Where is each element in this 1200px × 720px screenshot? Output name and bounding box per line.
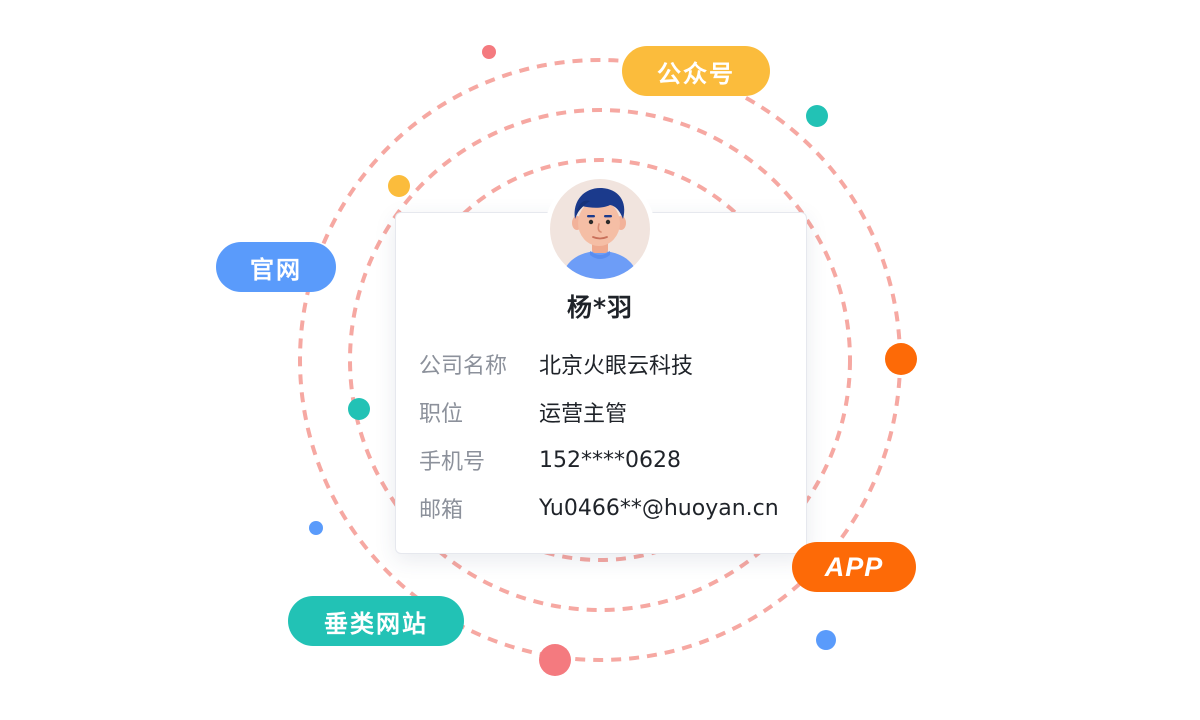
email-label: 邮箱 bbox=[419, 498, 464, 523]
channel-tag-official-site: 官网 bbox=[216, 242, 336, 292]
red-dot-small bbox=[482, 45, 496, 59]
company-label: 公司名称 bbox=[419, 354, 508, 379]
position-label: 职位 bbox=[419, 402, 464, 427]
channel-tag-wechat: 公众号 bbox=[622, 46, 770, 96]
email-value: Yu0466**@huoyan.cn bbox=[539, 495, 779, 521]
middle-orbit-ring bbox=[348, 108, 852, 612]
profile-name: 杨*羽 bbox=[566, 293, 634, 322]
yellow-dot bbox=[388, 175, 410, 197]
channel-tag-app: APP bbox=[792, 542, 916, 592]
teal-dot-top bbox=[806, 105, 828, 127]
phone-label: 手机号 bbox=[419, 450, 486, 475]
teal-dot-left bbox=[348, 398, 370, 420]
blue-dot-right bbox=[816, 630, 836, 650]
red-dot-large bbox=[539, 644, 571, 676]
detail-row-phone: 手机号 152****0628 bbox=[419, 436, 799, 484]
avatar bbox=[545, 174, 655, 284]
phone-value: 152****0628 bbox=[539, 447, 681, 473]
orange-dot bbox=[885, 343, 917, 375]
company-value: 北京火眼云科技 bbox=[539, 354, 694, 379]
detail-row-company: 公司名称 北京火眼云科技 bbox=[419, 340, 799, 388]
profile-details: 公司名称 北京火眼云科技 职位 运营主管 手机号 152****0628 邮箱 … bbox=[419, 340, 799, 532]
position-value: 运营主管 bbox=[539, 402, 628, 427]
detail-row-email: 邮箱 Yu0466**@huoyan.cn bbox=[419, 484, 799, 532]
blue-dot-left bbox=[309, 521, 323, 535]
detail-row-position: 职位 运营主管 bbox=[419, 388, 799, 436]
person-avatar-icon bbox=[550, 179, 650, 279]
channel-tag-vertical-site: 垂类网站 bbox=[288, 596, 464, 646]
